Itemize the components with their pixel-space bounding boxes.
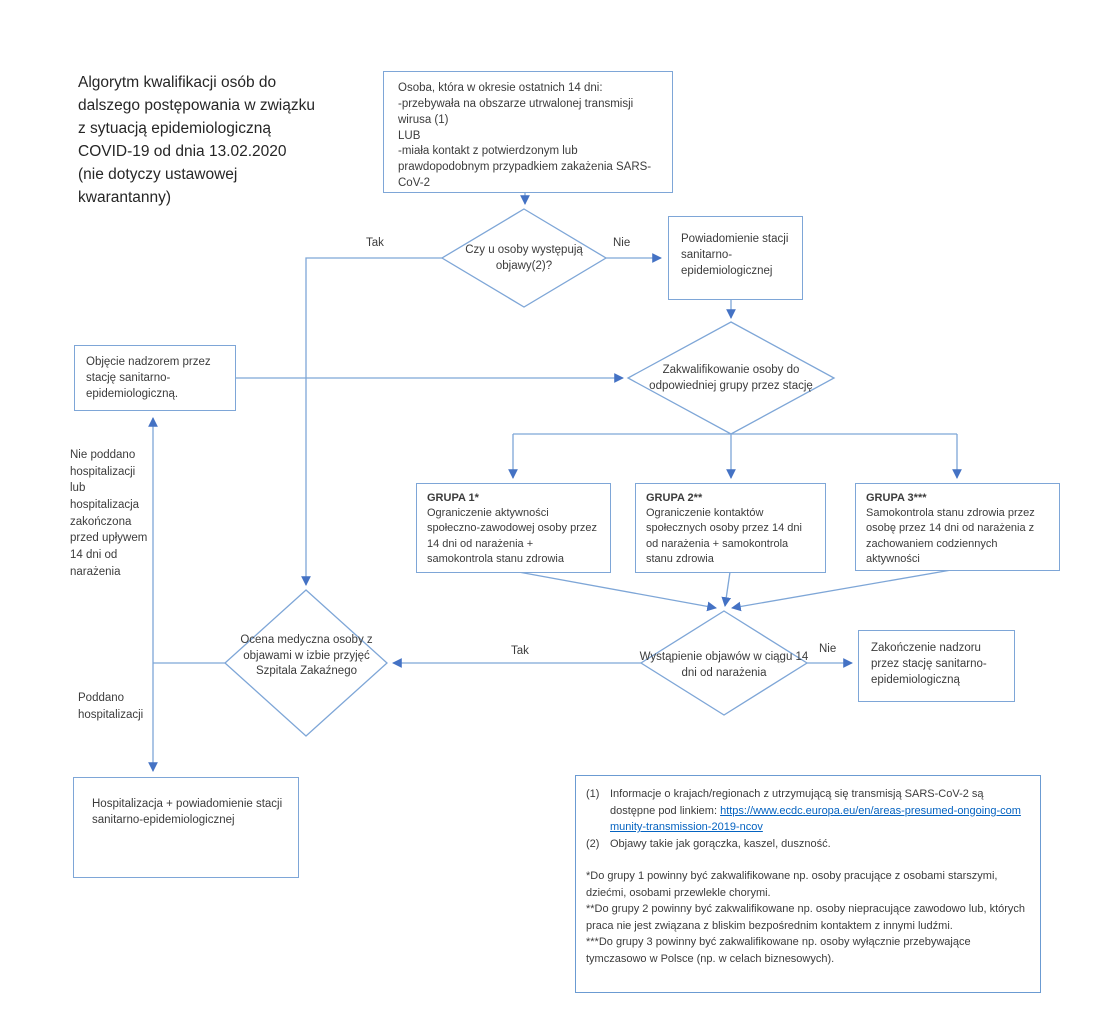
node-start-line: LUB	[398, 129, 421, 142]
group1-body: Ograniczenie aktywności społeczno-zawodo…	[427, 507, 597, 565]
group2-title: GRUPA 2**	[646, 492, 703, 504]
footnote-group1: *Do grupy 1 powinny być zakwalifikowane …	[586, 870, 998, 899]
decision-symptoms-diamond	[440, 208, 608, 308]
medical-assessment-diamond	[224, 589, 388, 737]
qualify-group-label: Zakwalifikowanie osoby do odpowiedniej g…	[649, 364, 813, 392]
edge-label-tak-top: Tak	[366, 237, 384, 249]
footnote-group2: **Do grupy 2 powinny być zakwalifikowane…	[586, 903, 1026, 932]
footnote-2-text: Objawy takie jak gorączka, kaszel, duszn…	[610, 837, 831, 850]
node-start-line: Osoba, która w okresie ostatnich 14 dni:	[398, 82, 603, 94]
footnote-1: (1) Informacje o krajach/regionach z utr…	[586, 786, 1028, 836]
node-supervision: Objęcie nadzorem przez stację sanitarno-…	[74, 345, 236, 411]
page-title: Algorytm kwalifikacji osób do dalszego p…	[78, 74, 315, 206]
group2-body: Ograniczenie kontaktów społecznych osoby…	[646, 507, 802, 565]
footnote-1-body: Informacje o krajach/regionach z utrzymu…	[610, 788, 984, 817]
node-end-supervision: Zakończenie nadzoru przez stację sanitar…	[858, 630, 1015, 702]
node-group2: GRUPA 2** Ograniczenie kontaktów społecz…	[635, 483, 826, 573]
node-start-line: -przebywała na obszarze utrwalonej trans…	[398, 97, 634, 126]
group3-title: GRUPA 3***	[866, 492, 927, 504]
footnote-2-label: (2)	[586, 837, 600, 850]
edge-label-nie-top: Nie	[613, 237, 631, 249]
qualify-group-diamond	[626, 321, 836, 435]
footnote-spacer	[586, 852, 1028, 868]
node-notify-station: Powiadomienie stacji sanitarno-epidemiol…	[668, 216, 803, 300]
edge-label-nie-bottom: Nie	[819, 643, 837, 655]
medical-assessment-label: Ocena medyczna osoby z objawami w izbie …	[240, 634, 373, 678]
label-not-hospitalized: Nie poddano hospitalizacji lub hospitali…	[70, 449, 148, 578]
edge-label-tak-bottom: Tak	[511, 645, 529, 657]
symptoms-14-label: Wystąpienie objawów w ciągu 14 dni od na…	[639, 651, 809, 679]
label-hospitalized: Poddano hospitalizacji	[78, 692, 144, 721]
ecdc-link[interactable]: https://www.ecdc.europa.eu/en/areas-pres…	[610, 804, 1021, 834]
group1-title: GRUPA 1*	[427, 492, 479, 504]
footnote-1-text: Informacje o krajach/regionach z utrzymu…	[610, 786, 1028, 836]
footnote-group3: ***Do grupy 3 powinny być zakwalifikowan…	[586, 936, 971, 965]
node-start: Osoba, która w okresie ostatnich 14 dni:…	[383, 71, 673, 193]
footnote-1-label: (1)	[586, 788, 600, 800]
node-hospitalization: Hospitalizacja + powiadomienie stacji sa…	[73, 777, 299, 878]
footnotes-box: (1) Informacje o krajach/regionach z utr…	[575, 775, 1041, 993]
group3-body: Samokontrola stanu zdrowia przez osobę p…	[866, 507, 1035, 565]
decision-symptoms-label: Czy u osoby występują objawy(2)?	[465, 244, 583, 272]
node-group3: GRUPA 3*** Samokontrola stanu zdrowia pr…	[855, 483, 1060, 571]
footnote-2: (2) Objawy takie jak gorączka, kaszel, d…	[586, 836, 1028, 853]
symptoms-14-diamond	[639, 610, 809, 716]
node-start-line: -miała kontakt z potwierdzonym lub prawd…	[398, 145, 652, 190]
node-group1: GRUPA 1* Ograniczenie aktywności społecz…	[416, 483, 611, 573]
